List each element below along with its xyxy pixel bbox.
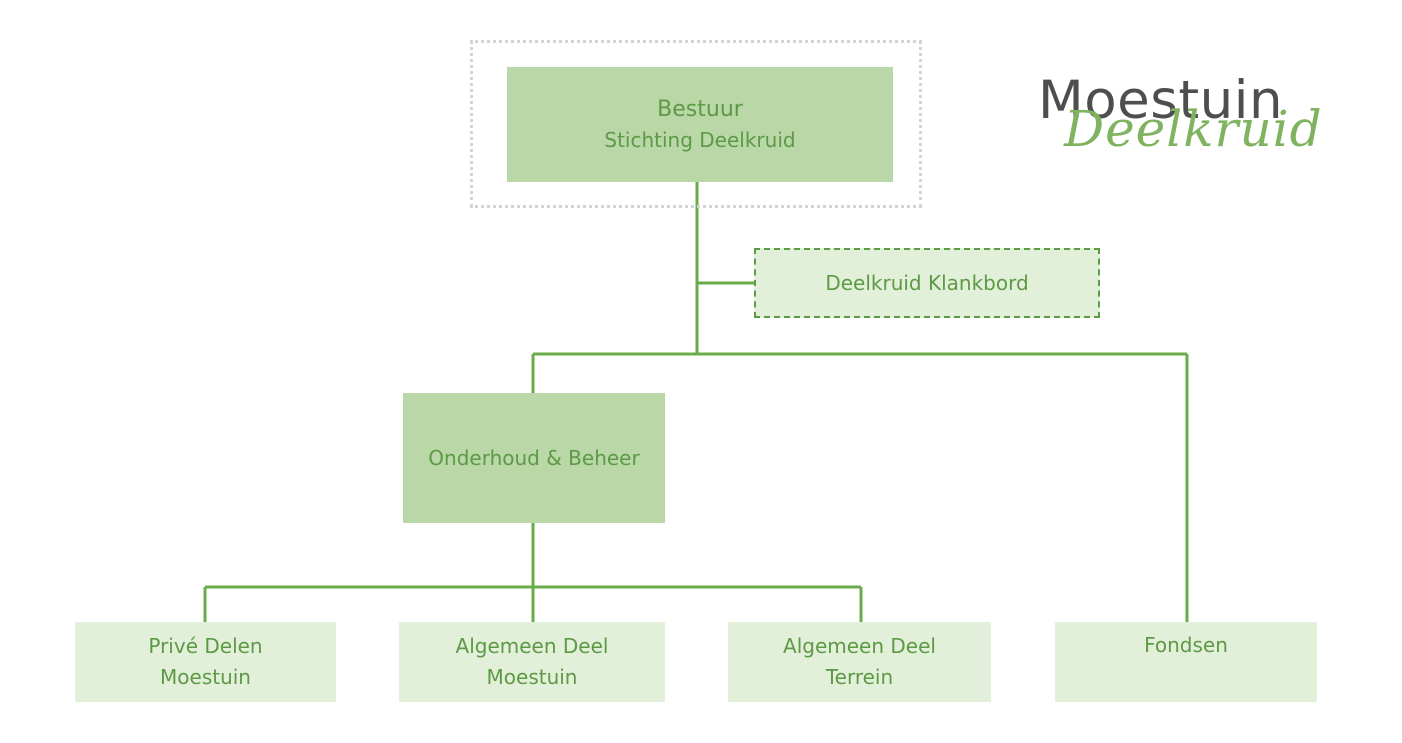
node-algemeen-terrein-line2: Terrein — [825, 665, 894, 689]
bestuur-dotted-frame — [470, 40, 922, 208]
node-bestuur-title: Bestuur — [657, 96, 743, 122]
node-onderhoud-label: Onderhoud & Beheer — [428, 445, 640, 470]
node-algemeen-moestuin-line2: Moestuin — [486, 665, 578, 689]
node-bestuur: Bestuur Stichting Deelkruid — [507, 67, 893, 182]
node-klankbord: Deelkruid Klankbord — [754, 248, 1100, 318]
node-algemeen-terrein: Algemeen Deel Terrein — [728, 622, 991, 702]
node-prive-line2: Moestuin — [160, 665, 251, 689]
node-prive: Privé Delen Moestuin — [75, 622, 336, 702]
node-bestuur-subtitle: Stichting Deelkruid — [604, 127, 796, 152]
node-fondsen-label: Fondsen — [1144, 633, 1228, 657]
logo-sub-text: Deelkruid — [1064, 100, 1323, 158]
node-algemeen-moestuin-line1: Algemeen Deel — [455, 634, 609, 658]
logo-main-text: Moestuin — [1038, 70, 1284, 131]
node-klankbord-label: Deelkruid Klankbord — [825, 270, 1029, 295]
node-fondsen: Fondsen — [1055, 622, 1317, 702]
node-algemeen-terrein-line1: Algemeen Deel — [783, 634, 936, 658]
node-onderhoud: Onderhoud & Beheer — [403, 393, 665, 523]
node-prive-line1: Privé Delen — [148, 634, 263, 658]
node-algemeen-moestuin: Algemeen Deel Moestuin — [399, 622, 665, 702]
